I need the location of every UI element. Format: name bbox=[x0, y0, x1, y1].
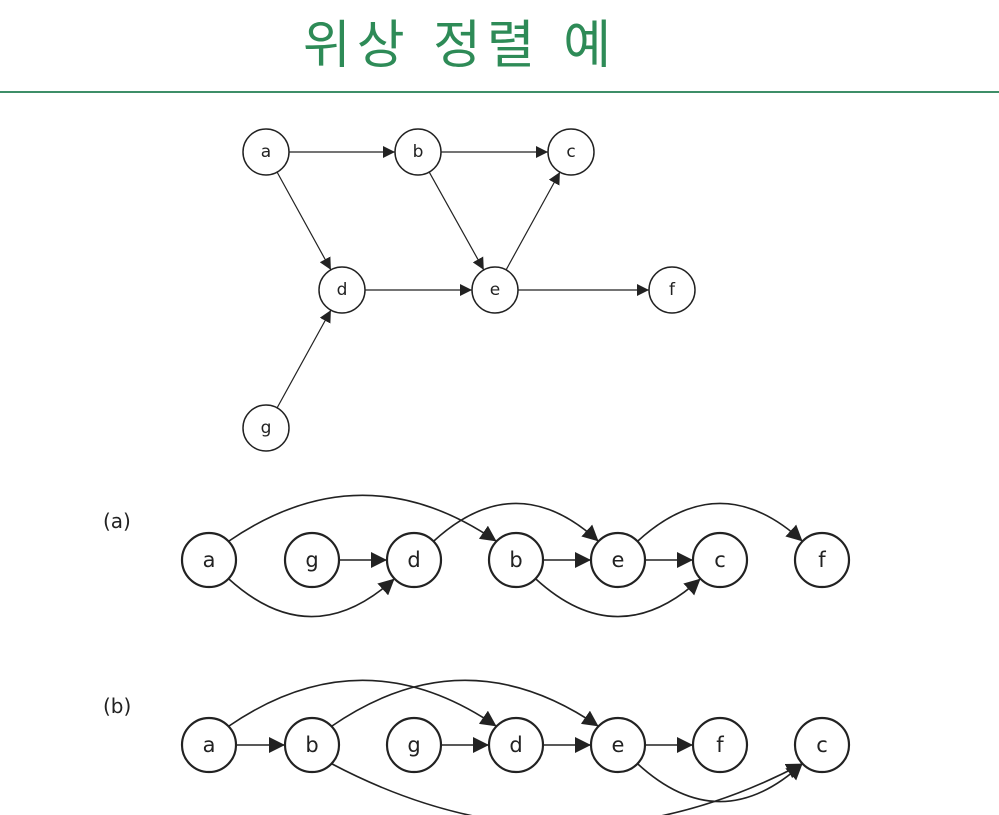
graph-node-circle bbox=[242, 128, 290, 176]
dag-graph: a b c d e f g bbox=[242, 128, 696, 452]
graph-node-label: c bbox=[566, 142, 575, 162]
ordering-row-b: (b) a b g d e f c bbox=[103, 679, 851, 815]
ordering-label: (b) bbox=[103, 694, 131, 718]
title-divider bbox=[0, 91, 999, 93]
graph-node-a: a bbox=[242, 128, 290, 176]
ordering-node-circle bbox=[691, 716, 749, 774]
ordering-node-label: b bbox=[305, 733, 318, 757]
ordering-node-label: a bbox=[203, 548, 216, 572]
ordering-node-circle bbox=[487, 716, 545, 774]
graph-node-f: f bbox=[648, 266, 696, 314]
graph-edge-a-d bbox=[276, 171, 332, 271]
graph-edge-g-d bbox=[276, 309, 332, 409]
ordering-node-circle bbox=[385, 716, 443, 774]
ordering-node-c: c bbox=[691, 531, 749, 589]
graph-node-label: g bbox=[261, 418, 272, 438]
graph-node-b: b bbox=[394, 128, 442, 176]
ordering-node-label: b bbox=[509, 548, 522, 572]
ordering-edge-b-c bbox=[331, 762, 803, 815]
ordering-node-e: e bbox=[589, 531, 647, 589]
ordering-edge-e-c bbox=[636, 763, 804, 803]
ordering-edge-d-e bbox=[432, 502, 600, 542]
ordering-node-b: b bbox=[283, 716, 341, 774]
ordering-node-g: g bbox=[283, 531, 341, 589]
ordering-node-label: d bbox=[407, 548, 420, 572]
ordering-edge-b-c bbox=[534, 578, 702, 618]
ordering-node-e: e bbox=[589, 716, 647, 774]
graph-node-circle bbox=[318, 266, 366, 314]
graph-node-circle bbox=[648, 266, 696, 314]
ordering-node-a: a bbox=[180, 531, 238, 589]
ordering-row-a: (a) a g d b e c f bbox=[103, 494, 851, 618]
ordering-node-f: f bbox=[691, 716, 749, 774]
graph-node-circle bbox=[394, 128, 442, 176]
ordering-node-circle bbox=[283, 716, 341, 774]
ordering-node-c: c bbox=[793, 716, 851, 774]
ordering-node-circle bbox=[793, 531, 851, 589]
ordering-node-circle bbox=[283, 531, 341, 589]
graph-node-label: b bbox=[413, 142, 424, 162]
ordering-node-label: a bbox=[203, 733, 216, 757]
ordering-node-label: c bbox=[816, 733, 828, 757]
ordering-node-label: e bbox=[612, 548, 625, 572]
ordering-node-d: d bbox=[487, 716, 545, 774]
graph-node-circle bbox=[547, 128, 595, 176]
ordering-node-circle bbox=[180, 716, 238, 774]
ordering-node-f: f bbox=[793, 531, 851, 589]
ordering-node-label: e bbox=[612, 733, 625, 757]
ordering-node-b: b bbox=[487, 531, 545, 589]
graph-node-c: c bbox=[547, 128, 595, 176]
page-title: 위상 정렬 예 bbox=[302, 16, 618, 76]
graph-node-circle bbox=[471, 266, 519, 314]
orderings: (a) a g d b e c f (b) a b g d e f c bbox=[103, 494, 851, 815]
ordering-node-circle bbox=[691, 531, 749, 589]
ordering-edge-b-e bbox=[330, 679, 600, 728]
ordering-node-circle bbox=[793, 716, 851, 774]
ordering-edge-a-d bbox=[227, 679, 498, 728]
ordering-label: (a) bbox=[103, 509, 131, 533]
ordering-edge-e-f bbox=[636, 502, 804, 542]
ordering-node-label: f bbox=[716, 733, 724, 757]
graph-node-label: e bbox=[490, 280, 500, 300]
graph-node-circle bbox=[242, 404, 290, 452]
ordering-node-circle bbox=[589, 531, 647, 589]
ordering-node-label: f bbox=[818, 548, 826, 572]
graph-node-e: e bbox=[471, 266, 519, 314]
ordering-node-label: d bbox=[509, 733, 522, 757]
graph-edge-b-e bbox=[428, 171, 485, 271]
graph-node-label: a bbox=[261, 142, 271, 162]
graph-node-d: d bbox=[318, 266, 366, 314]
ordering-node-label: g bbox=[305, 548, 318, 572]
ordering-node-d: d bbox=[385, 531, 443, 589]
graph-edge-e-c bbox=[505, 171, 561, 271]
ordering-edge-a-d bbox=[227, 578, 396, 618]
ordering-node-circle bbox=[180, 531, 238, 589]
ordering-node-g: g bbox=[385, 716, 443, 774]
ordering-node-circle bbox=[385, 531, 443, 589]
graph-node-g: g bbox=[242, 404, 290, 452]
ordering-node-circle bbox=[487, 531, 545, 589]
ordering-node-label: c bbox=[714, 548, 726, 572]
graph-node-label: d bbox=[337, 280, 348, 300]
ordering-node-label: g bbox=[407, 733, 420, 757]
ordering-edge-a-b bbox=[227, 494, 498, 543]
ordering-node-a: a bbox=[180, 716, 238, 774]
graph-node-label: f bbox=[669, 280, 676, 300]
ordering-node-circle bbox=[589, 716, 647, 774]
